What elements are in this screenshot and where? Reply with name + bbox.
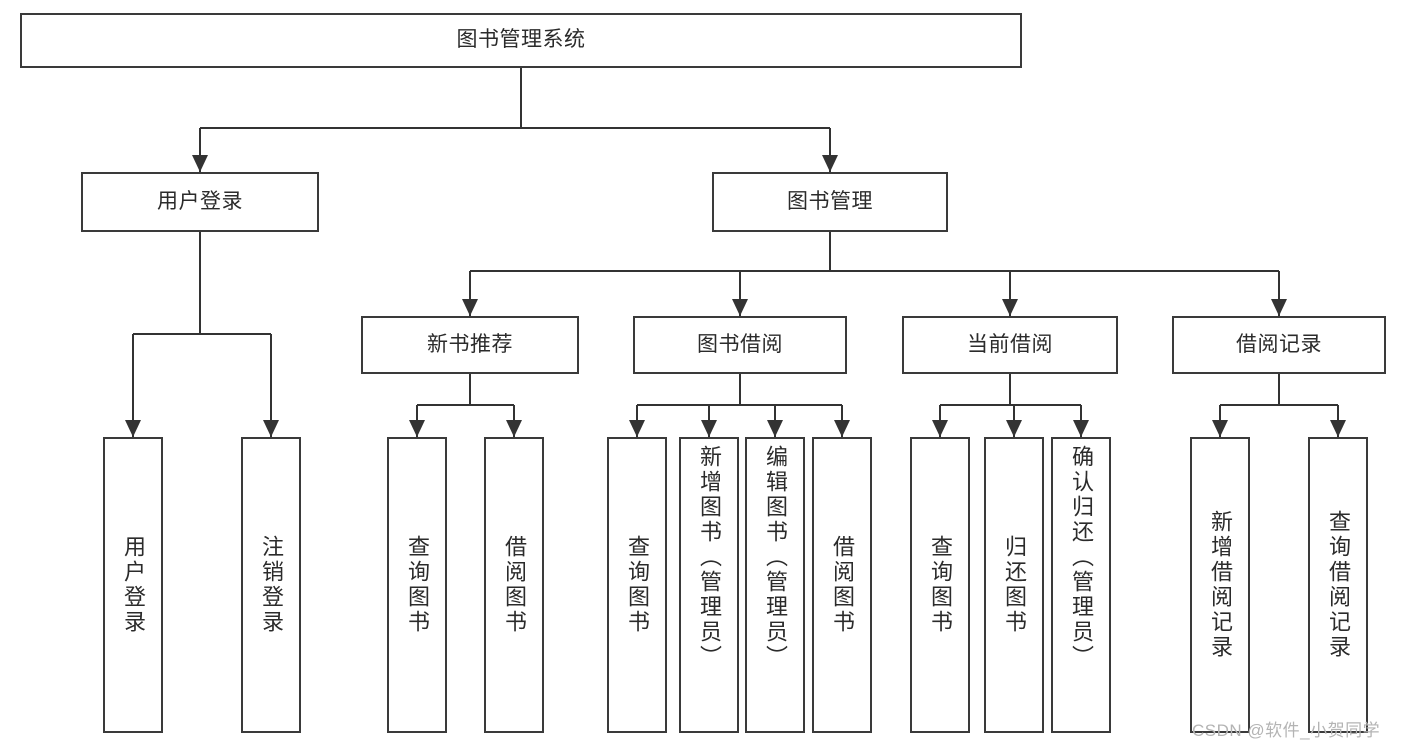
node-f1[interactable]: 用户登录: [103, 437, 163, 733]
node-label: 图书管理系统: [456, 28, 586, 52]
node-m2[interactable]: 图书管理: [712, 172, 948, 232]
node-f3[interactable]: 查询图书: [387, 437, 447, 733]
node-s3[interactable]: 当前借阅: [902, 316, 1118, 374]
node-f7[interactable]: 编辑图书（管理员）: [745, 437, 805, 733]
node-label: 借阅图书: [502, 535, 527, 635]
node-s4[interactable]: 借阅记录: [1172, 316, 1386, 374]
node-label: 注销登录: [259, 535, 284, 635]
node-f12[interactable]: 新增借阅记录: [1190, 437, 1250, 733]
node-f10[interactable]: 归还图书: [984, 437, 1044, 733]
node-f8[interactable]: 借阅图书: [812, 437, 872, 733]
node-label: 新增图书（管理员）: [697, 445, 722, 670]
node-label: 查询图书: [405, 535, 430, 635]
node-f13[interactable]: 查询借阅记录: [1308, 437, 1368, 733]
watermark: CSDN @软件_小贺同学: [1192, 721, 1381, 740]
node-f9[interactable]: 查询图书: [910, 437, 970, 733]
node-f6[interactable]: 新增图书（管理员）: [679, 437, 739, 733]
node-root[interactable]: 图书管理系统: [20, 13, 1022, 68]
node-f4[interactable]: 借阅图书: [484, 437, 544, 733]
node-f2[interactable]: 注销登录: [241, 437, 301, 733]
node-label: 图书借阅: [697, 332, 783, 356]
node-label: 借阅记录: [1236, 332, 1322, 356]
node-label: 用户登录: [157, 189, 243, 213]
node-label: 查询图书: [928, 535, 953, 635]
node-label: 借阅图书: [830, 535, 855, 635]
node-label: 查询图书: [625, 535, 650, 635]
node-label: 编辑图书（管理员）: [763, 445, 788, 670]
node-label: 用户登录: [121, 535, 146, 635]
node-label: 图书管理: [787, 189, 873, 213]
node-f5[interactable]: 查询图书: [607, 437, 667, 733]
node-f11[interactable]: 确认归还（管理员）: [1051, 437, 1111, 733]
node-label: 新书推荐: [427, 332, 513, 356]
node-label: 新增借阅记录: [1208, 510, 1233, 660]
node-label: 查询借阅记录: [1326, 510, 1351, 660]
node-s1[interactable]: 新书推荐: [361, 316, 579, 374]
node-label: 归还图书: [1002, 535, 1027, 635]
node-s2[interactable]: 图书借阅: [633, 316, 847, 374]
node-m1[interactable]: 用户登录: [81, 172, 319, 232]
node-label: 当前借阅: [967, 332, 1053, 356]
node-label: 确认归还（管理员）: [1069, 445, 1094, 670]
